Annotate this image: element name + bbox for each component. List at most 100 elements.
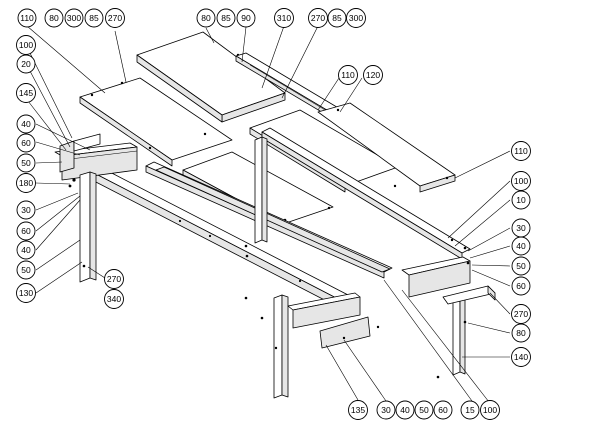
svg-text:15: 15 [465,405,475,415]
bubble-40-right: 40 [511,236,531,256]
bubble-145-left: 145 [16,83,36,103]
svg-text:30: 30 [516,223,526,233]
leg-rear-center [254,136,268,244]
svg-text:310: 310 [277,13,291,23]
bubble-300-top-right: 300 [346,8,366,28]
svg-text:145: 145 [19,88,33,98]
bubble-60-bottom: 60 [433,400,453,420]
end-beam-right [401,256,471,298]
svg-text:60: 60 [21,226,31,236]
svg-text:270: 270 [514,309,528,319]
bubble-50-bottom: 50 [414,400,434,420]
svg-text:40: 40 [516,241,526,251]
svg-text:50: 50 [516,261,526,271]
svg-text:130: 130 [19,288,33,298]
svg-text:85: 85 [332,13,342,23]
svg-text:100: 100 [19,40,33,50]
svg-text:40: 40 [21,119,31,129]
svg-text:30: 30 [21,205,31,215]
svg-text:40: 40 [400,405,410,415]
svg-text:100: 100 [514,176,528,186]
svg-text:40: 40 [21,245,31,255]
bubble-50-left: 50 [16,153,36,173]
bubble-80-top-mid: 80 [196,8,216,28]
bubble-120-mid: 120 [363,65,383,85]
svg-text:80: 80 [49,13,59,23]
bubble-40-bottom: 40 [395,400,415,420]
top-board-upper [136,31,286,123]
svg-text:140: 140 [514,352,528,362]
svg-text:50: 50 [21,265,31,275]
svg-text:50: 50 [419,405,429,415]
bubble-20-left: 20 [16,54,36,74]
end-beam-left [54,142,138,181]
callout-bubbles: 110 80 300 85 270 80 85 90 310 270 85 30… [16,8,531,420]
svg-text:20: 20 [21,59,31,69]
svg-text:270: 270 [107,274,121,284]
svg-text:300: 300 [67,13,81,23]
leg-front-left [79,171,97,283]
svg-text:110: 110 [341,70,355,80]
svg-text:300: 300 [349,13,363,23]
bubble-270-top-right: 270 [308,8,328,28]
bubble-110-top-left: 110 [17,8,37,28]
bubble-270-right: 270 [511,304,531,324]
bubble-85-top: 85 [84,8,104,28]
shelf-board-left [79,77,233,167]
gusset-plate [319,316,371,349]
svg-text:110: 110 [20,13,34,23]
bubble-100-left: 100 [16,35,36,55]
bubble-180-left: 180 [16,173,36,193]
svg-text:110: 110 [514,146,528,156]
svg-text:60: 60 [438,405,448,415]
bubble-85-top-mid: 85 [216,8,236,28]
bubble-340-lower: 340 [104,289,124,309]
bubble-30-left: 30 [16,200,36,220]
svg-text:30: 30 [381,405,391,415]
end-beam-front [287,292,361,329]
svg-text:50: 50 [21,158,31,168]
svg-text:135: 135 [351,405,365,415]
leader-lines [26,25,511,403]
bubble-110-right: 110 [511,141,531,161]
bubble-110-mid: 110 [338,65,358,85]
bubble-85-top-right: 85 [327,8,347,28]
svg-text:180: 180 [19,178,33,188]
bracket-left [59,133,101,173]
svg-text:120: 120 [366,70,380,80]
bubble-140-right: 140 [511,347,531,367]
bubble-10-right: 10 [511,190,531,210]
bubble-60-left: 60 [16,133,36,153]
svg-text:85: 85 [89,13,99,23]
svg-text:85: 85 [221,13,231,23]
leg-middle-front [273,294,289,399]
bubble-30-right: 30 [511,218,531,238]
svg-text:60: 60 [21,138,31,148]
bubble-30-bottom: 30 [376,400,396,420]
bubble-40-left-2: 40 [16,240,36,260]
bubble-270-lower: 270 [104,269,124,289]
bubble-60-left-2: 60 [16,221,36,241]
bubble-100-bottom: 100 [480,400,500,420]
bubble-310-top-mid: 310 [274,8,294,28]
bubble-50-left-2: 50 [16,260,36,280]
svg-text:270: 270 [108,13,122,23]
bubble-270-top: 270 [105,8,125,28]
fasteners [68,178,470,379]
svg-text:340: 340 [107,294,121,304]
svg-text:60: 60 [516,281,526,291]
bubble-100-right: 100 [511,171,531,191]
bubble-90-top-mid: 90 [236,8,256,28]
bubble-15-bottom: 15 [460,400,480,420]
bubble-40-left: 40 [16,114,36,134]
svg-text:80: 80 [201,13,211,23]
svg-text:80: 80 [516,328,526,338]
svg-text:10: 10 [516,195,526,205]
bubble-80-top: 80 [44,8,64,28]
bubble-60-right: 60 [511,276,531,296]
leg-rear-right [452,296,466,376]
bubble-300-top: 300 [64,8,84,28]
bubble-135-bottom: 135 [348,400,368,420]
bubble-50-right: 50 [511,256,531,276]
